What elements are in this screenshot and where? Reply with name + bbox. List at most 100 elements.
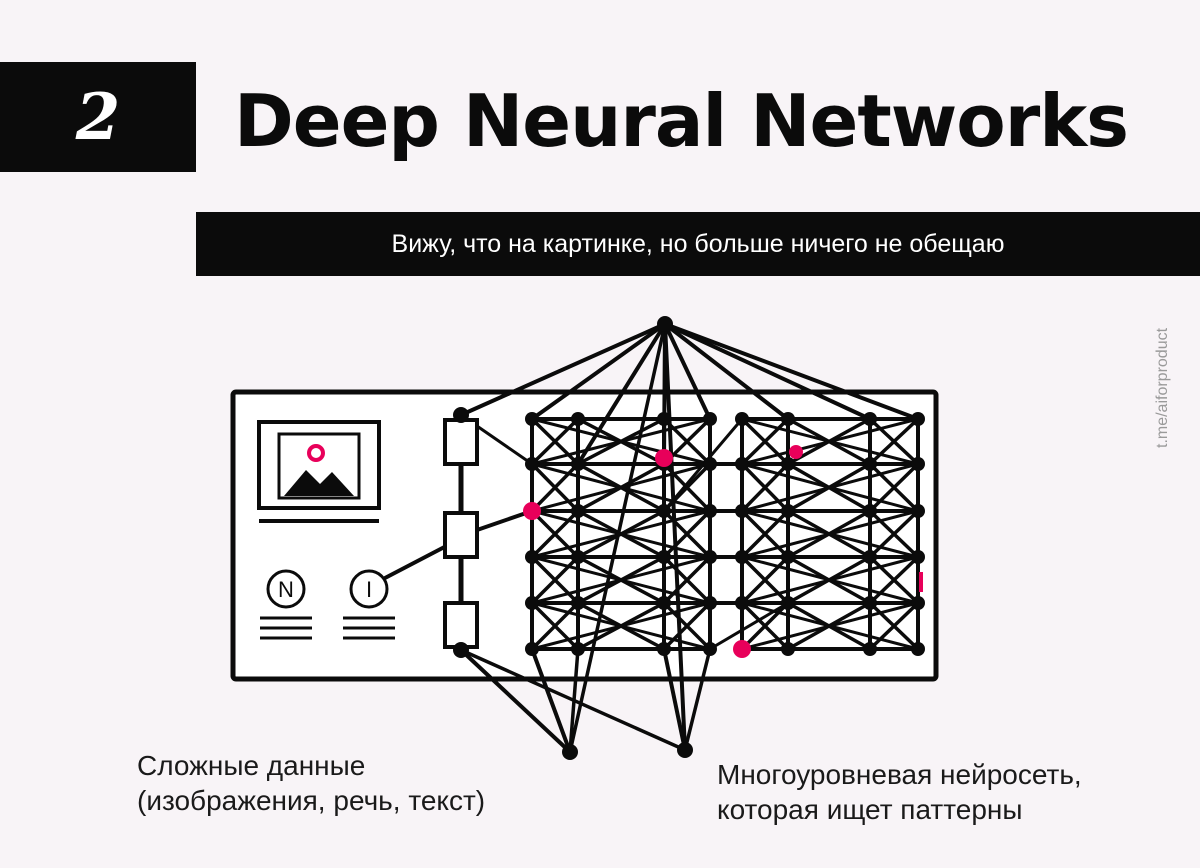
network-node: [571, 412, 585, 426]
network-edge: [740, 555, 920, 605]
network-node: [735, 504, 749, 518]
network-node: [571, 550, 585, 564]
network-node: [703, 550, 717, 564]
apex-node: [657, 316, 673, 332]
network-node: [863, 412, 877, 426]
network-node: [781, 642, 795, 656]
network-edge: [459, 648, 687, 752]
input-block-middle: [443, 511, 479, 559]
network-node: [911, 596, 925, 610]
page-title: Deep Neural Networks: [234, 79, 1129, 163]
output-node-left: [562, 744, 578, 760]
input-block-top: [443, 418, 479, 466]
network-node: [863, 550, 877, 564]
speech-i-icon: I: [343, 569, 395, 640]
network-edge: [530, 462, 712, 513]
network-edge: [708, 601, 790, 651]
network-edge: [740, 509, 920, 559]
network-node: [911, 642, 925, 656]
network-node: [863, 504, 877, 518]
section-number: 2: [75, 79, 121, 155]
network-node: [657, 504, 671, 518]
network-edge: [459, 322, 667, 417]
network-edge: [740, 509, 790, 559]
network-edge: [868, 509, 920, 559]
network-edge: [868, 417, 920, 466]
caption-multilayer-network: Многоуровневая нейросеть, которая ищет п…: [717, 757, 1082, 827]
caption-right-line-1: Многоуровневая нейросеть,: [717, 759, 1082, 790]
network-node: [657, 596, 671, 610]
network-edge: [568, 322, 667, 754]
image-icon: [257, 420, 381, 523]
network-node: [781, 504, 795, 518]
network-node: [781, 457, 795, 471]
network-edge: [530, 417, 580, 466]
network-edge: [475, 509, 534, 532]
network-node: [657, 550, 671, 564]
n-icon-label: N: [278, 577, 294, 602]
network-edge: [662, 417, 744, 513]
network-node: [911, 504, 925, 518]
caption-complex-data: Сложные данные (изображения, речь, текст…: [137, 748, 485, 818]
network-edge: [740, 601, 920, 651]
caption-left-line-2: (изображения, речь, текст): [137, 785, 486, 816]
network-edge: [868, 601, 920, 651]
i-icon-label: I: [366, 577, 372, 602]
network-edge: [530, 509, 580, 559]
network-edge: [530, 555, 712, 605]
network-edge: [740, 417, 790, 466]
caption-right-line-2: которая ищет паттерны: [717, 794, 1023, 825]
accent-node: [733, 640, 751, 658]
network-node: [571, 642, 585, 656]
network-node: [735, 457, 749, 471]
network-node: [571, 457, 585, 471]
network-node: [911, 412, 925, 426]
network-node: [911, 457, 925, 471]
network-edge: [740, 462, 790, 513]
network-edges: [383, 322, 920, 754]
input-node-top: [453, 407, 469, 423]
network-edge: [662, 509, 712, 559]
accent-node: [789, 445, 803, 459]
network-node: [703, 642, 717, 656]
network-edge: [459, 648, 572, 754]
network-node: [863, 457, 877, 471]
network-edge: [868, 462, 920, 513]
accent-node: [655, 449, 673, 467]
network-edge: [530, 555, 580, 605]
network-node: [703, 504, 717, 518]
network-edge: [663, 322, 872, 421]
network-node: [781, 550, 795, 564]
network-node: [735, 550, 749, 564]
network-node: [525, 550, 539, 564]
network-edge: [663, 322, 920, 421]
network-node: [703, 596, 717, 610]
network-nodes: [453, 316, 925, 760]
section-number-badge: 2: [0, 62, 196, 172]
subtitle-text: Вижу, что на картинке, но больше ничего …: [391, 229, 1005, 258]
network-node: [703, 457, 717, 471]
network-edge: [740, 555, 790, 605]
subtitle-bar: Вижу, что на картинке, но больше ничего …: [196, 212, 1200, 276]
network-edge: [740, 417, 920, 466]
network-edge: [530, 322, 667, 421]
network-edge: [662, 601, 712, 651]
network-edge: [740, 601, 790, 651]
network-node: [703, 412, 717, 426]
input-layer-blocks: [443, 415, 479, 650]
network-node: [657, 642, 671, 656]
network-edge: [530, 647, 572, 754]
network-node: [735, 412, 749, 426]
network-edge: [740, 462, 920, 513]
text-n-icon: N: [260, 569, 312, 640]
network-edge: [868, 555, 920, 605]
network-node: [657, 412, 671, 426]
network-node: [781, 412, 795, 426]
network-edge: [663, 322, 712, 421]
network-node: [781, 596, 795, 610]
network-node: [525, 642, 539, 656]
input-node-bottom: [453, 642, 469, 658]
network-edge: [530, 417, 712, 466]
network-node: [525, 457, 539, 471]
